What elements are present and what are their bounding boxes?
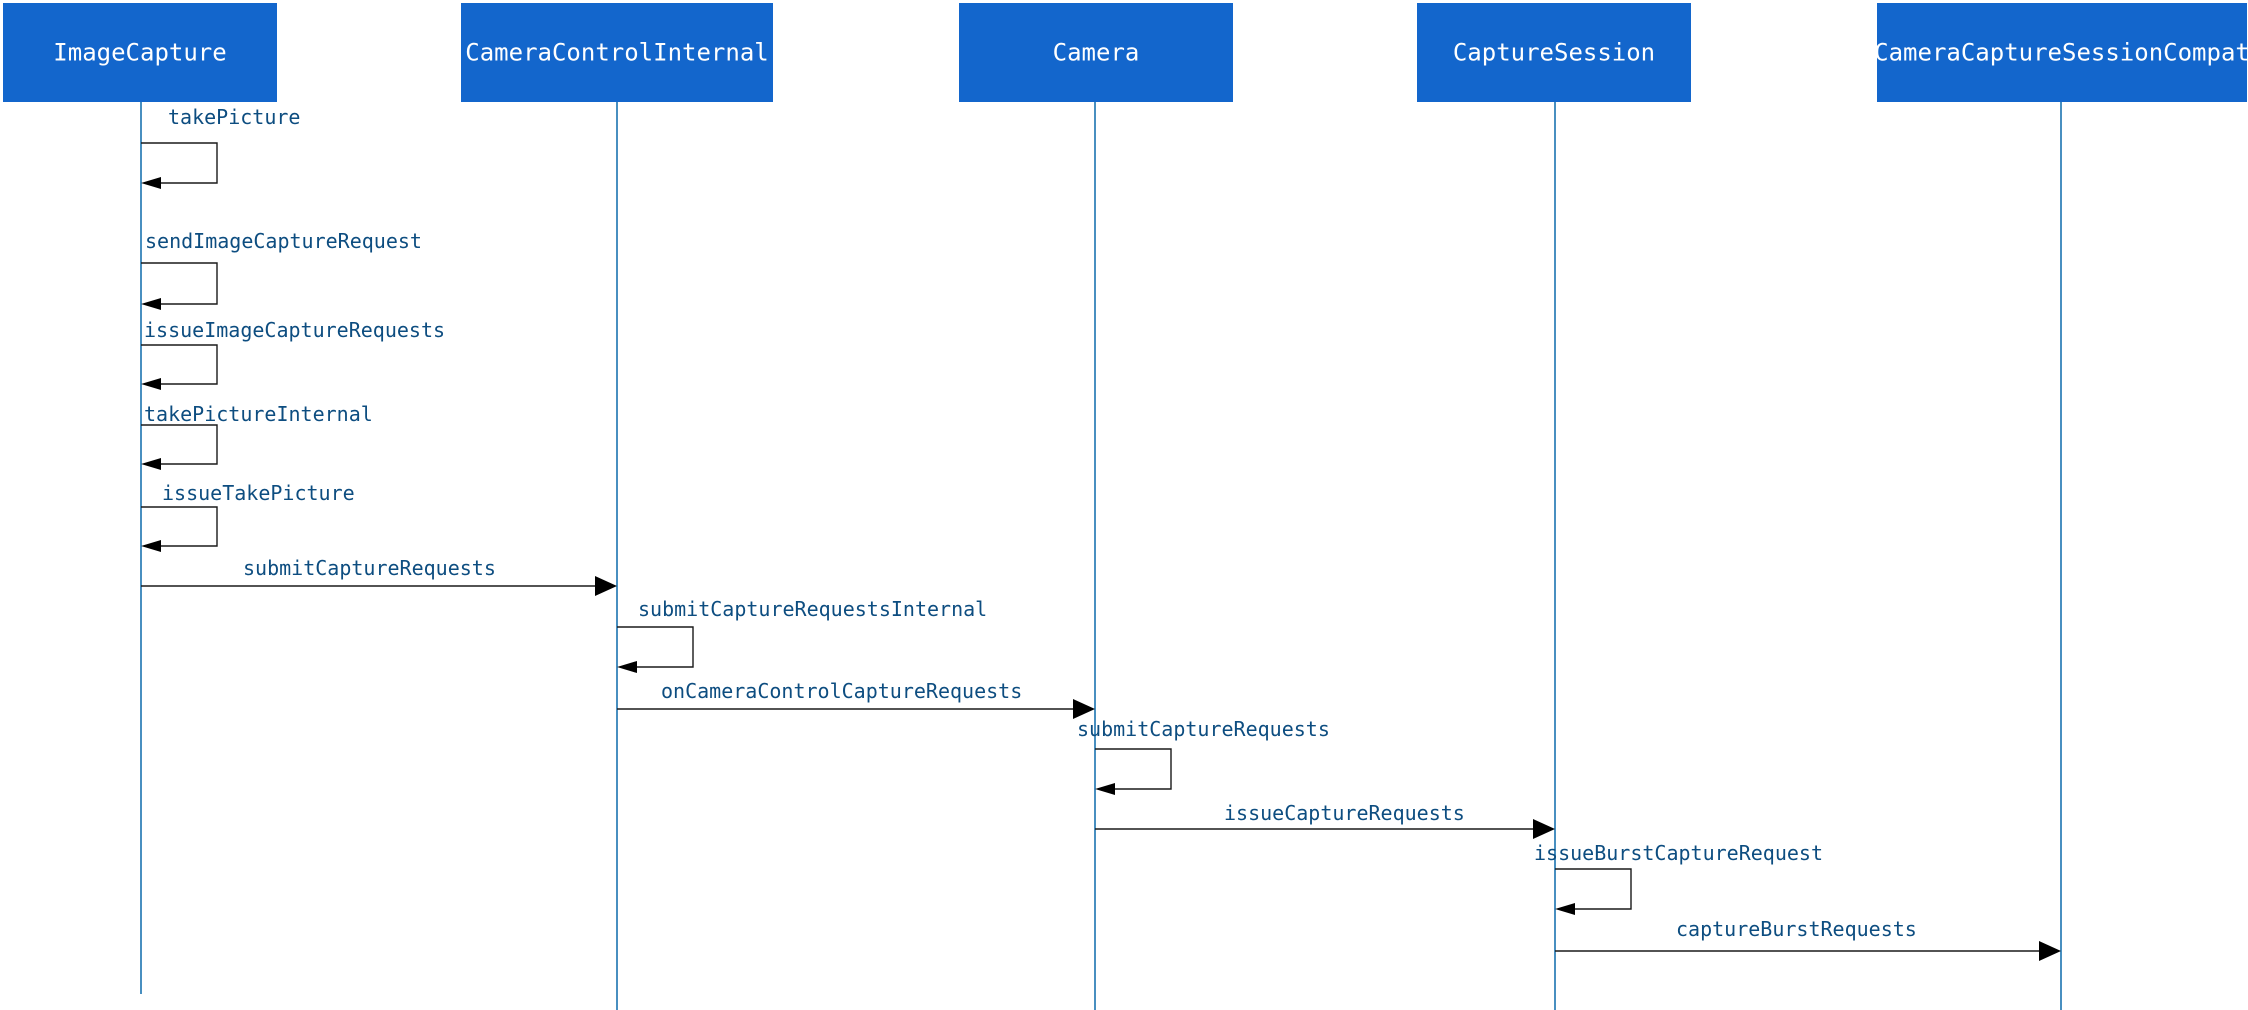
participant-box: [1417, 3, 1691, 102]
self-message-loop: [141, 262, 218, 305]
arrowhead-icon: [1533, 819, 1555, 839]
message: onCameraControlCaptureRequests: [617, 679, 1095, 719]
message: issueCaptureRequests: [1095, 801, 1555, 839]
self-message-loop: [141, 506, 218, 547]
self-message: takePictureInternal: [141, 402, 373, 470]
arrowhead-icon: [1073, 699, 1095, 719]
self-message: issueImageCaptureRequests: [141, 318, 445, 390]
arrowhead-icon: [141, 177, 161, 189]
message-label: onCameraControlCaptureRequests: [661, 679, 1022, 703]
arrowhead-icon: [2039, 941, 2061, 961]
arrowhead-icon: [1555, 903, 1575, 915]
self-message: takePicture: [141, 105, 300, 189]
self-message-loop: [141, 424, 218, 465]
arrowhead-icon: [141, 298, 161, 310]
message-label: takePictureInternal: [144, 402, 373, 426]
message-label: submitCaptureRequests: [243, 556, 496, 580]
self-message: submitCaptureRequestsInternal: [617, 597, 987, 673]
participant-box: [959, 3, 1233, 102]
participant-camera-control-internal: CameraControlInternal: [461, 3, 773, 102]
participant-box: [3, 3, 277, 102]
message-label: issueCaptureRequests: [1224, 801, 1465, 825]
message-label: takePicture: [168, 105, 300, 129]
arrowhead-icon: [141, 378, 161, 390]
message-label: captureBurstRequests: [1676, 917, 1917, 941]
lifelines: [140, 102, 2062, 1010]
self-message: sendImageCaptureRequest: [141, 229, 422, 310]
arrowhead-icon: [141, 540, 161, 552]
participant-box: [1877, 3, 2247, 102]
participant-label: CameraControlInternal: [465, 39, 768, 67]
message-label: issueTakePicture: [162, 481, 355, 505]
participant-box: [461, 3, 773, 102]
message-label: issueBurstCaptureRequest: [1534, 841, 1823, 865]
self-message-loop: [1555, 868, 1632, 910]
participant-capture-session: CaptureSession: [1417, 3, 1691, 102]
message-label: issueImageCaptureRequests: [144, 318, 445, 342]
message-label: sendImageCaptureRequest: [145, 229, 422, 253]
arrowhead-icon: [141, 458, 161, 470]
self-message-loop: [1095, 748, 1172, 790]
self-message-loop: [141, 344, 218, 385]
self-message-loop: [141, 142, 218, 184]
arrowhead-icon: [617, 661, 637, 673]
arrowhead-icon: [1095, 783, 1115, 795]
messages: takePicture sendImageCaptureRequest issueI…: [141, 105, 2061, 961]
self-message: submitCaptureRequests: [1077, 717, 1330, 795]
participant-label: Camera: [1053, 39, 1140, 67]
message-label: submitCaptureRequestsInternal: [638, 597, 987, 621]
self-message: issueBurstCaptureRequest: [1534, 841, 1823, 915]
participant-image-capture: ImageCapture: [3, 3, 277, 102]
arrowhead-icon: [595, 576, 617, 596]
message: captureBurstRequests: [1555, 917, 2061, 961]
participant-camera-capture-session-compat: CameraCaptureSessionCompat: [1874, 3, 2248, 102]
self-message: issueTakePicture: [141, 481, 355, 552]
message-label: submitCaptureRequests: [1077, 717, 1330, 741]
participant-label: CameraCaptureSessionCompat: [1874, 39, 2248, 67]
participant-label: CaptureSession: [1453, 39, 1655, 67]
message: submitCaptureRequests: [141, 556, 617, 596]
participant-camera: Camera: [959, 3, 1233, 102]
participant-label: ImageCapture: [53, 39, 226, 67]
self-message-loop: [617, 626, 694, 668]
